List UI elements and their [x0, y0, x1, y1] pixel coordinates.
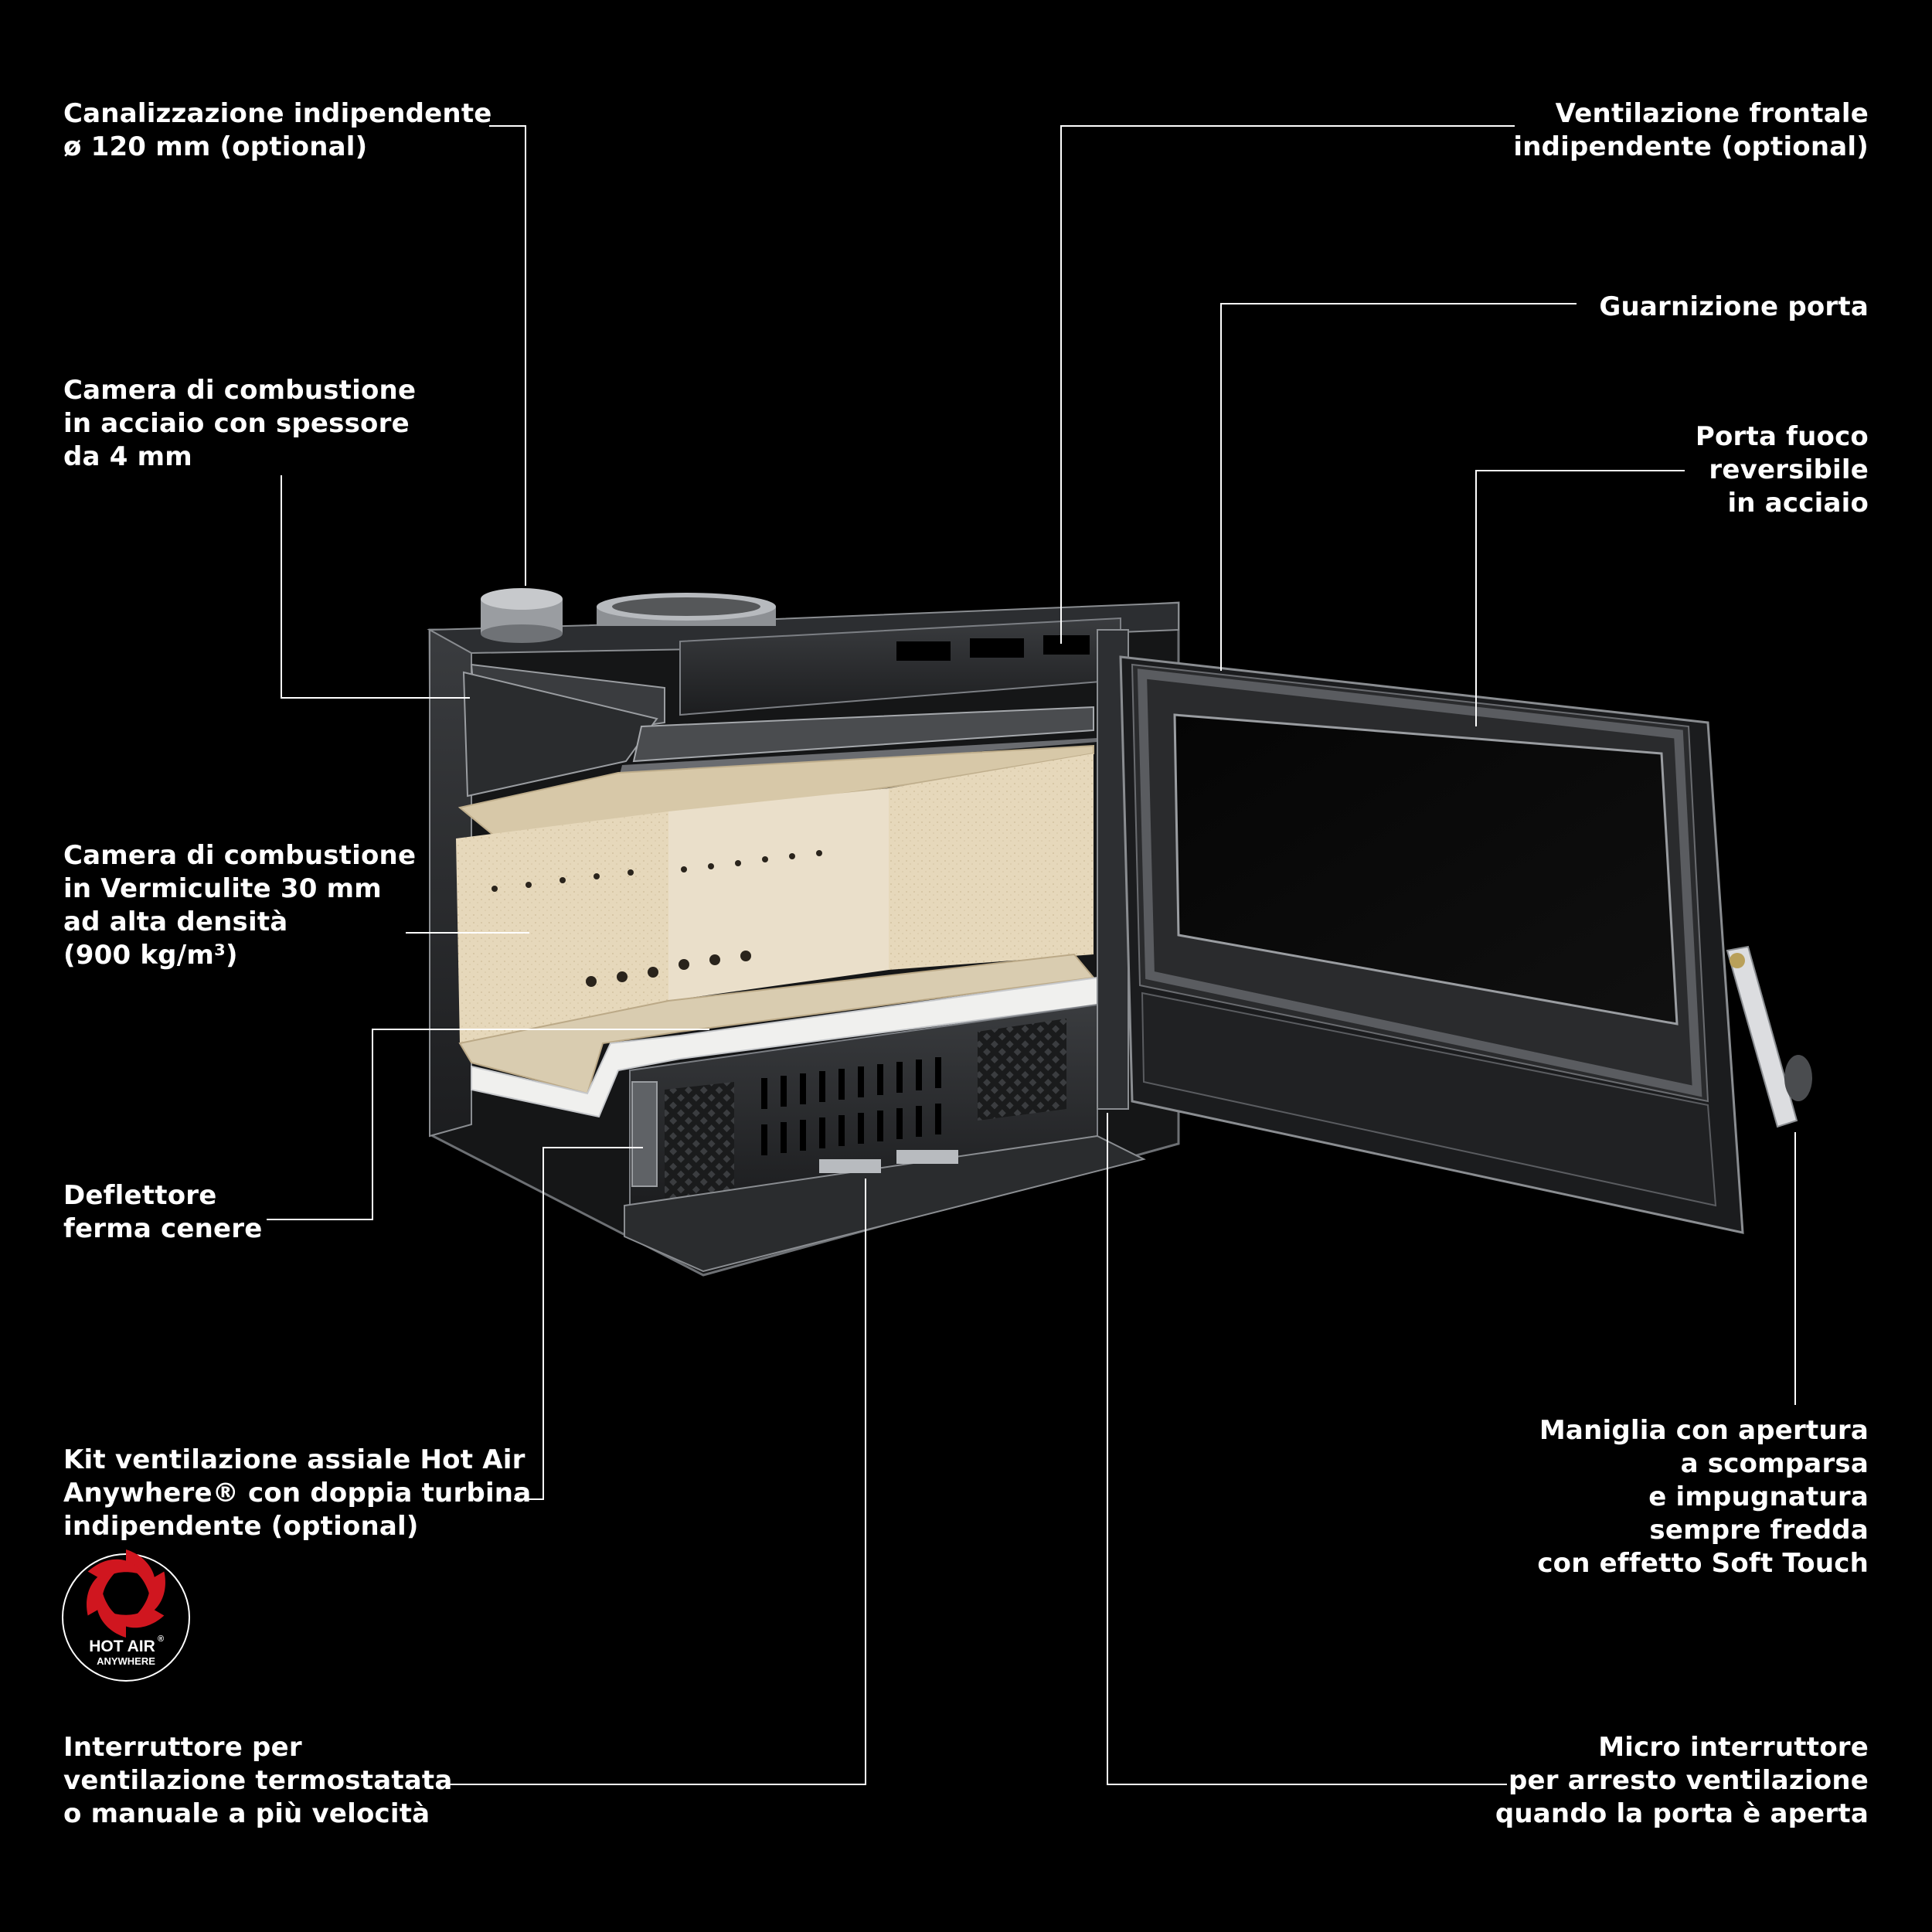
leader-deflettore	[267, 1029, 709, 1220]
leader-interruttore	[450, 1179, 866, 1785]
callout-camera-vermiculite: Camera di combustione in Vermiculite 30 …	[63, 840, 417, 971]
hot-air-anywhere-logo: HOT AIR ® ANYWHERE	[62, 1549, 190, 1682]
door-glass	[1173, 713, 1679, 1026]
callout-camera-acciaio: Camera di combustione in acciaio con spe…	[63, 375, 417, 472]
leader-micro-interruttore	[1107, 1113, 1507, 1785]
logo-swirl-icon	[87, 1549, 165, 1638]
callout-kit-ventilazione: Kit ventilazione assiale Hot Air Anywher…	[63, 1444, 532, 1542]
callout-porta-fuoco: Porta fuoco reversibile in acciaio	[1695, 421, 1869, 519]
fire-door	[1119, 655, 1812, 1234]
callout-interruttore: Interruttore per ventilazione termostata…	[63, 1732, 453, 1829]
air-holes-left	[492, 869, 658, 987]
logo-line1: HOT AIR	[89, 1638, 155, 1655]
turbine-mesh-right	[978, 1019, 1066, 1121]
callout-maniglia: Maniglia con apertura a scomparsa e impu…	[1537, 1415, 1869, 1579]
turbine-mesh-left	[665, 1082, 734, 1206]
switch-plate	[819, 1159, 881, 1173]
vermiculite-chamber	[456, 744, 1095, 1095]
leader-camera-acciaio	[281, 475, 470, 699]
flue-collar-large	[597, 593, 776, 626]
callout-micro-interruttore: Micro interruttore per arresto ventilazi…	[1495, 1732, 1869, 1829]
callout-deflettore: Deflettore ferma cenere	[63, 1180, 263, 1244]
leader-lines	[267, 125, 1796, 1785]
leader-ventilazione-frontale	[1060, 125, 1515, 644]
leader-canalizzazione	[489, 125, 526, 586]
air-holes-back	[679, 850, 822, 970]
flue-collar-small	[481, 588, 563, 643]
fireplace-body	[427, 588, 1180, 1277]
door-gasket	[1137, 668, 1702, 1097]
callout-ventilazione-frontale: Ventilazione frontale indipendente (opti…	[1513, 98, 1869, 162]
ventilation-slots-lower	[761, 1057, 941, 1155]
door-handle	[1726, 945, 1812, 1128]
leader-kit-ventilazione	[514, 1147, 643, 1500]
front-ventilation-slots	[896, 635, 1090, 661]
leader-porta-fuoco	[1475, 470, 1685, 726]
callout-canalizzazione: Canalizzazione indipendente ø 120 mm (op…	[63, 98, 492, 162]
logo-line2: ANYWHERE	[97, 1655, 155, 1667]
leader-guarnizione	[1220, 303, 1577, 671]
logo-registered-mark: ®	[158, 1634, 164, 1644]
callout-guarnizione: Guarnizione porta	[1599, 291, 1869, 322]
